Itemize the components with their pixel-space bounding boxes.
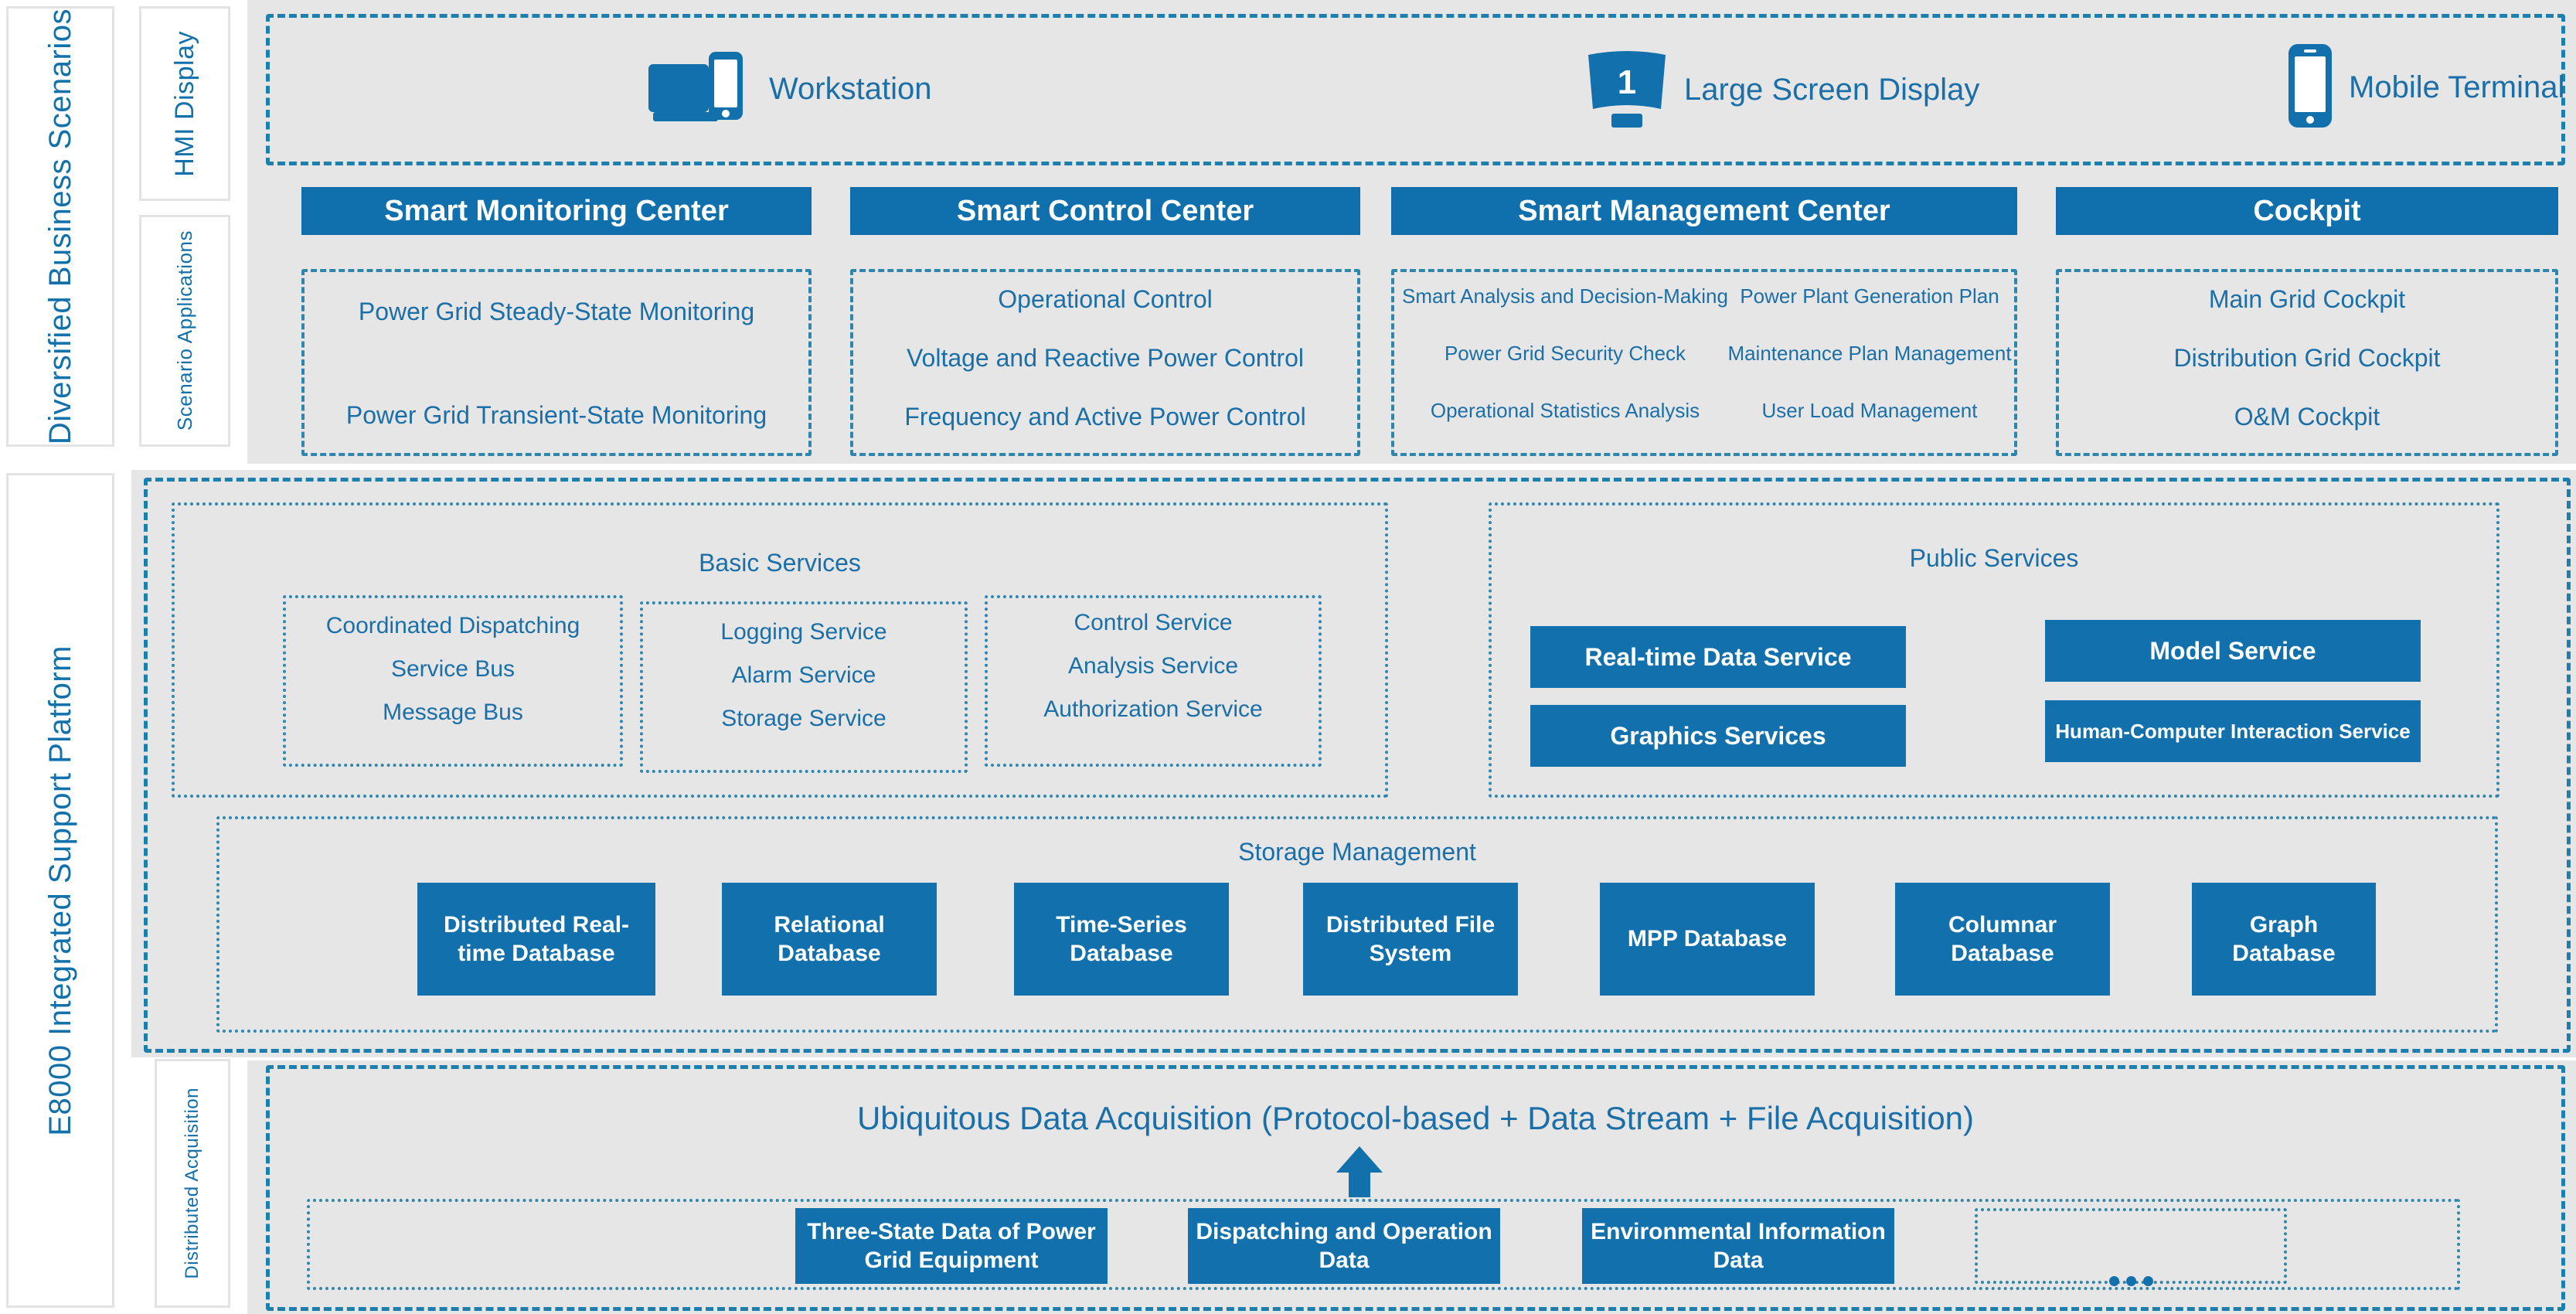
side-label-distributed-acquisition-text: Distributed Acquisition <box>182 1088 202 1279</box>
platform-outer-panel <box>144 478 2571 1053</box>
side-label-business-scenarios: Diversified Business Scenarios <box>6 6 114 447</box>
public-services-panel: Public Services Real-time Data Service G… <box>1489 502 2499 798</box>
scenario-item[interactable]: Distribution Grid Cockpit <box>2173 343 2441 372</box>
scenario-center-title-monitoring-text: Smart Monitoring Center <box>384 194 729 227</box>
basic-service-item[interactable]: Control Service <box>1074 610 1233 635</box>
side-label-distributed-acquisition: Distributed Acquisition <box>155 1059 230 1308</box>
public-service-chip[interactable]: Real-time Data Service <box>1530 626 1906 688</box>
acquisition-title: Ubiquitous Data Acquisition (Protocol-ba… <box>856 1100 1975 1136</box>
hmi-item-mobile-terminal-label: Mobile Terminal <box>2349 70 2565 104</box>
basic-service-item[interactable]: Analysis Service <box>1067 653 1239 679</box>
public-service-chip[interactable]: Human-Computer Interaction Service <box>2045 700 2421 762</box>
acquisition-panel: Ubiquitous Data Acquisition (Protocol-ba… <box>266 1065 2565 1311</box>
hmi-item-mobile-terminal[interactable]: Mobile Terminal <box>2285 43 2564 133</box>
hmi-item-workstation-label: Workstation <box>769 72 932 106</box>
storage-management-panel: Storage Management Distributed Real-time… <box>216 816 2498 1033</box>
scenario-center-title-monitoring[interactable]: Smart Monitoring Center <box>301 187 812 235</box>
basic-services-group: Control Service Analysis Service Authori… <box>985 595 1322 767</box>
hmi-item-large-screen-display[interactable]: 1 Large Screen Display <box>1584 46 1979 134</box>
scenario-center-title-cockpit[interactable]: Cockpit <box>2056 187 2558 235</box>
basic-services-title: Basic Services <box>699 549 861 577</box>
public-service-chip[interactable]: Model Service <box>2045 620 2421 682</box>
scenario-item[interactable]: Power Plant Generation Plan <box>1740 284 1999 308</box>
scenario-center-title-management-text: Smart Management Center <box>1518 194 1890 227</box>
scenario-item[interactable]: Frequency and Active Power Control <box>904 402 1306 431</box>
basic-service-item[interactable]: Storage Service <box>721 706 886 731</box>
storage-database-chip[interactable]: Distributed Real-time Database <box>417 883 655 996</box>
hmi-item-workstation[interactable]: Workstation <box>647 47 931 131</box>
storage-database-chip[interactable]: Graph Database <box>2192 883 2376 996</box>
basic-service-item[interactable]: Authorization Service <box>1043 696 1263 722</box>
basic-services-panel: Basic Services Coordinated Dispatching S… <box>172 502 1388 798</box>
scenario-item[interactable]: Maintenance Plan Management <box>1727 341 2012 365</box>
acquisition-source-chip[interactable]: Environmental Information Data <box>1582 1208 1894 1284</box>
scenario-center-title-management[interactable]: Smart Management Center <box>1391 187 2017 235</box>
basic-service-item[interactable]: Message Bus <box>383 700 523 725</box>
storage-database-chip[interactable]: Time-Series Database <box>1014 883 1229 996</box>
side-label-hmi-display: HMI Display <box>139 6 230 201</box>
scenario-center-body-cockpit: Main Grid Cockpit Distribution Grid Cock… <box>2056 269 2558 456</box>
scenario-center-body-control: Operational Control Voltage and Reactive… <box>850 269 1360 456</box>
basic-service-item[interactable]: Logging Service <box>720 619 887 645</box>
public-service-chip[interactable]: Graphics Services <box>1530 705 1906 767</box>
acquisition-source-chip[interactable]: Dispatching and Operation Data <box>1188 1208 1500 1284</box>
side-label-platform: E8000 Integrated Support Platform <box>6 473 114 1308</box>
scenario-center-title-control[interactable]: Smart Control Center <box>850 187 1360 235</box>
acquisition-more-ellipsis-icon <box>1978 1273 2284 1288</box>
storage-database-chip[interactable]: Relational Database <box>722 883 937 996</box>
acquisition-more-placeholder <box>1975 1208 2287 1286</box>
svg-text:1: 1 <box>1618 63 1636 101</box>
scenario-item[interactable]: Power Grid Steady-State Monitoring <box>358 297 755 325</box>
side-label-business-scenarios-text: Diversified Business Scenarios <box>43 8 77 445</box>
scenario-item[interactable]: Power Grid Transient-State Monitoring <box>345 400 767 429</box>
scenario-center-title-control-text: Smart Control Center <box>956 194 1254 227</box>
scenario-item[interactable]: Power Grid Security Check <box>1444 341 1686 365</box>
hmi-display-panel: Workstation 1 Large Screen Display Mobil… <box>266 14 2565 165</box>
large-screen-display-icon: 1 <box>1584 46 1670 134</box>
hmi-item-large-screen-display-label: Large Screen Display <box>1684 73 1980 107</box>
public-services-title: Public Services <box>1909 544 2079 572</box>
storage-management-title: Storage Management <box>1238 838 1476 866</box>
storage-database-chip[interactable]: Columnar Database <box>1895 883 2110 996</box>
basic-service-item[interactable]: Alarm Service <box>731 662 876 688</box>
scenario-item[interactable]: Operational Control <box>998 284 1213 313</box>
scenario-item[interactable]: O&M Cockpit <box>2234 402 2380 431</box>
scenario-item[interactable]: User Load Management <box>1761 398 1978 422</box>
scenario-item[interactable]: Main Grid Cockpit <box>2208 284 2406 313</box>
storage-database-chip[interactable]: Distributed File System <box>1303 883 1518 996</box>
acquisition-sources-panel: Three-State Data of Power Grid Equipment… <box>307 1199 2460 1290</box>
side-label-platform-text: E8000 Integrated Support Platform <box>43 645 77 1136</box>
storage-database-chip[interactable]: MPP Database <box>1600 883 1815 996</box>
workstation-icon <box>647 47 755 131</box>
mobile-terminal-icon <box>2285 43 2335 133</box>
acquisition-source-chip[interactable]: Three-State Data of Power Grid Equipment <box>795 1208 1108 1284</box>
side-label-scenario-applications: Scenario Applications <box>139 215 230 447</box>
basic-services-group: Logging Service Alarm Service Storage Se… <box>640 601 968 773</box>
scenario-center-body-monitoring: Power Grid Steady-State Monitoring Power… <box>301 269 812 456</box>
scenario-item[interactable]: Operational Statistics Analysis <box>1430 398 1700 422</box>
scenario-item[interactable]: Smart Analysis and Decision-Making <box>1402 284 1728 308</box>
side-label-hmi-display-text: HMI Display <box>169 30 199 177</box>
scenario-center-body-management: Smart Analysis and Decision-Making Power… <box>1391 269 2017 456</box>
basic-service-item[interactable]: Service Bus <box>390 656 516 682</box>
basic-services-group: Coordinated Dispatching Service Bus Mess… <box>283 595 623 767</box>
acquisition-up-arrow-icon <box>1332 1143 1387 1199</box>
scenario-center-title-cockpit-text: Cockpit <box>2253 194 2361 227</box>
scenario-item[interactable]: Voltage and Reactive Power Control <box>906 343 1305 372</box>
basic-service-item[interactable]: Coordinated Dispatching <box>325 613 580 638</box>
side-label-scenario-applications-text: Scenario Applications <box>172 230 196 431</box>
